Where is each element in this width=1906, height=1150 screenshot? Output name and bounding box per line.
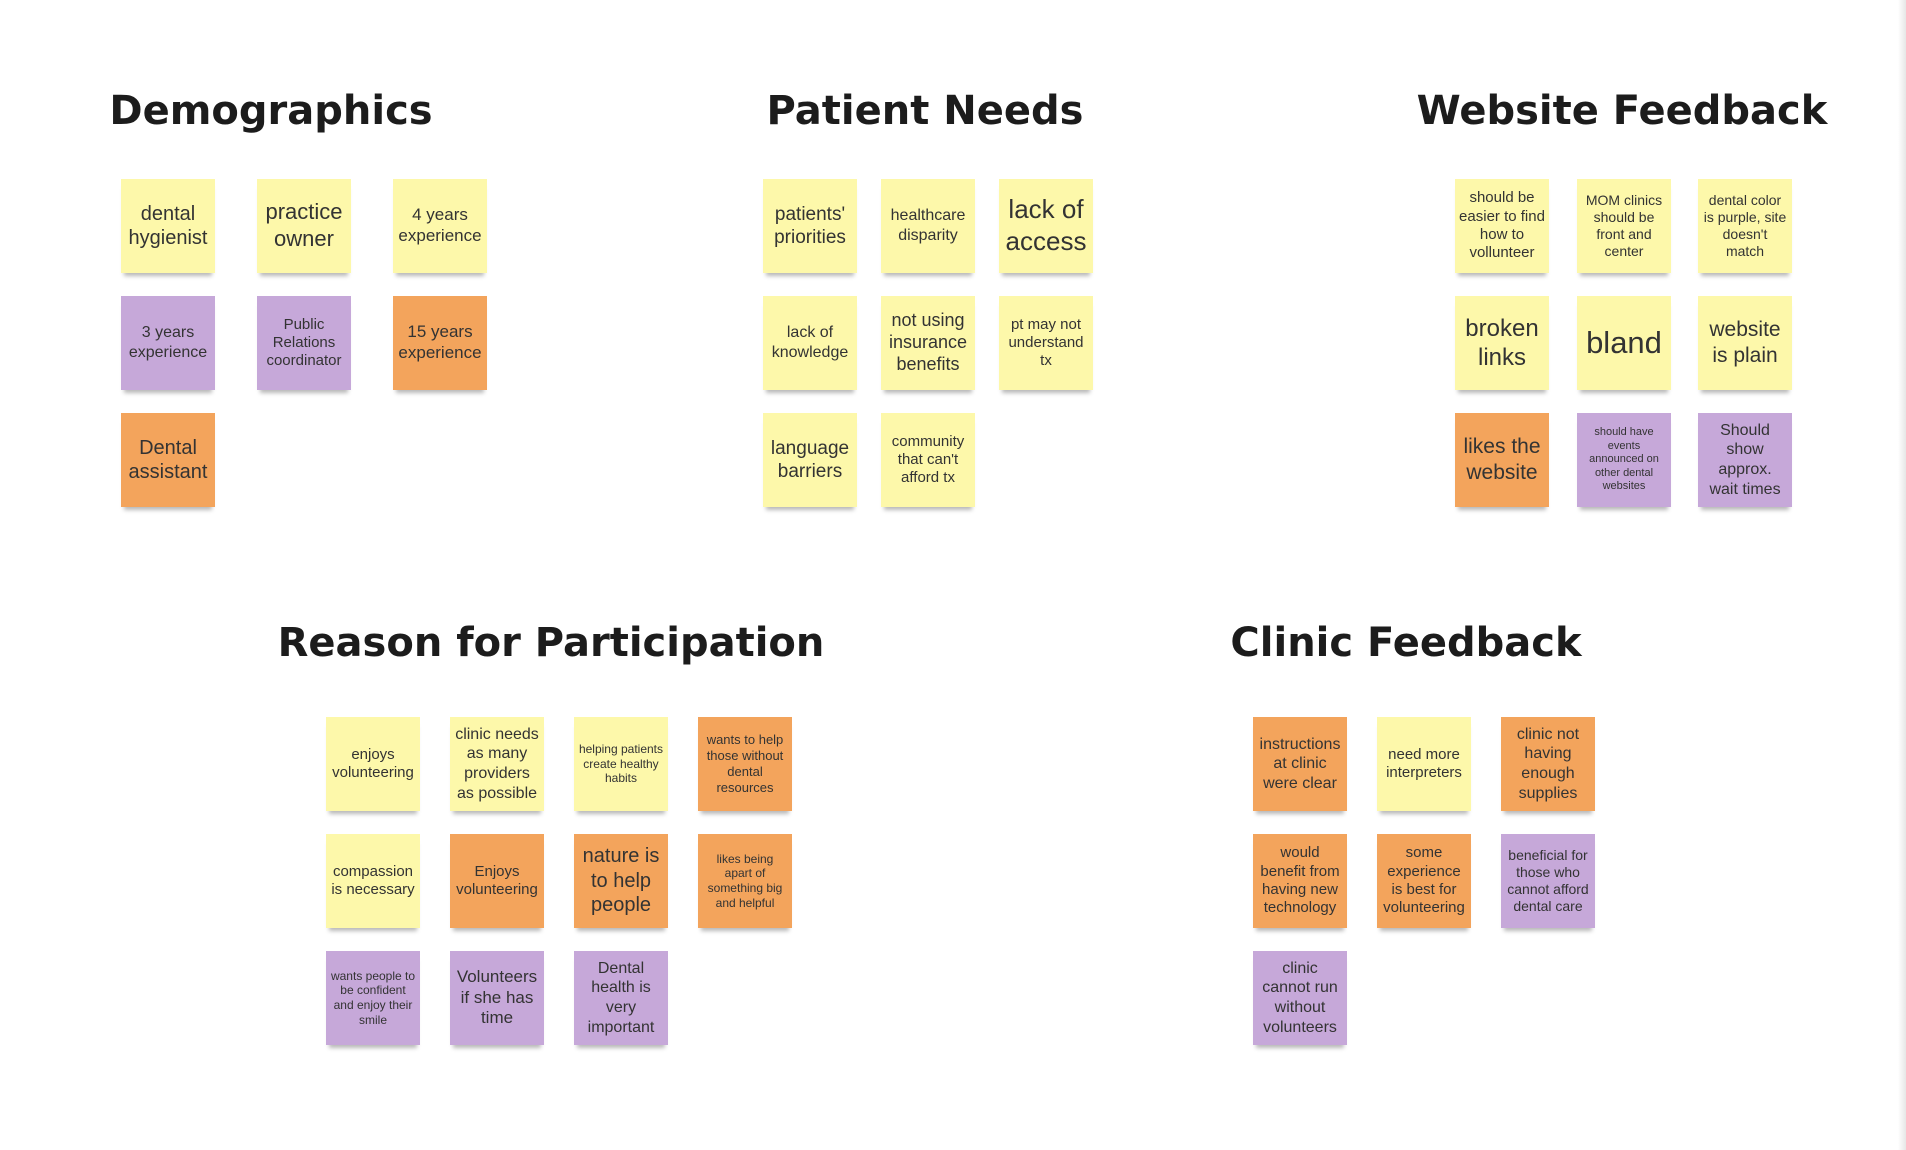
sticky-note-text: clinic cannot run without volunteers: [1262, 959, 1338, 1036]
cluster-title: Reason for Participation: [277, 620, 825, 666]
sticky-note[interactable]: 4 years experience: [393, 179, 487, 273]
sticky-note-text: clinic not having enough supplies: [1516, 725, 1580, 802]
sticky-note-text: wants people to be confident and enjoy t…: [330, 968, 416, 1027]
sticky-note[interactable]: Volunteers if she has time: [450, 951, 544, 1045]
sticky-note[interactable]: likes the website: [1455, 413, 1549, 507]
sticky-note-text: should be easier to find how to vollunte…: [1459, 189, 1545, 262]
sticky-note[interactable]: beneficial for those who cannot afford d…: [1501, 834, 1595, 928]
sticky-note[interactable]: nature is to help people: [574, 834, 668, 928]
sticky-note-text: not using insurance benefits: [888, 310, 968, 374]
sticky-note[interactable]: language barriers: [763, 413, 857, 507]
sticky-note-text: some experience is best for volunteering: [1383, 844, 1465, 917]
sticky-note-text: would benefit from having new technology: [1260, 844, 1340, 917]
sticky-note-text: healthcare disparity: [890, 207, 966, 244]
sticky-note[interactable]: instructions at clinic were clear: [1253, 717, 1347, 811]
cluster-title: Clinic Feedback: [1230, 620, 1582, 666]
sticky-note-text: Volunteers if she has time: [456, 966, 538, 1028]
sticky-note-text: Public Relations coordinator: [266, 315, 342, 370]
sticky-note-text: 4 years experience: [398, 205, 482, 245]
sticky-note[interactable]: pt may not understand tx: [999, 296, 1093, 390]
sticky-note[interactable]: wants people to be confident and enjoy t…: [326, 951, 420, 1045]
cluster-title: Website Feedback: [1416, 88, 1828, 134]
sticky-note-text: 3 years experience: [128, 324, 208, 361]
sticky-note[interactable]: website is plain: [1698, 296, 1792, 390]
sticky-note-text: need more interpreters: [1386, 745, 1462, 781]
sticky-note[interactable]: lack of knowledge: [763, 296, 857, 390]
sticky-note[interactable]: Public Relations coordinator: [257, 296, 351, 390]
sticky-note[interactable]: bland: [1577, 296, 1671, 390]
sticky-note[interactable]: practice owner: [257, 179, 351, 273]
sticky-note[interactable]: Dental health is very important: [574, 951, 668, 1045]
sticky-note-text: dental hygienist: [128, 202, 208, 249]
sticky-note-text: beneficial for those who cannot afford d…: [1507, 846, 1589, 915]
sticky-note[interactable]: would benefit from having new technology: [1253, 834, 1347, 928]
sticky-note[interactable]: should have events announced on other de…: [1577, 413, 1671, 507]
sticky-note[interactable]: helping patients create healthy habits: [574, 717, 668, 811]
sticky-note-text: should have events announced on other de…: [1589, 426, 1659, 493]
sticky-note-text: dental color is purple, site doesn't mat…: [1703, 191, 1787, 260]
sticky-note-text: compassion is necessary: [331, 862, 415, 898]
sticky-note[interactable]: Should show approx. wait times: [1698, 413, 1792, 507]
sticky-note[interactable]: dental hygienist: [121, 179, 215, 273]
sticky-note[interactable]: 15 years experience: [393, 296, 487, 390]
sticky-note-text: lack of knowledge: [771, 324, 849, 361]
sticky-note[interactable]: broken links: [1455, 296, 1549, 390]
sticky-note-text: instructions at clinic were clear: [1259, 735, 1341, 792]
sticky-note-text: bland: [1586, 325, 1662, 361]
sticky-note-text: clinic needs as many providers as possib…: [455, 725, 539, 802]
sticky-note-text: broken links: [1465, 314, 1539, 371]
sticky-note[interactable]: community that can't afford tx: [881, 413, 975, 507]
sticky-note[interactable]: some experience is best for volunteering: [1377, 834, 1471, 928]
sticky-note-text: wants to help those without dental resou…: [706, 732, 784, 795]
sticky-note[interactable]: clinic cannot run without volunteers: [1253, 951, 1347, 1045]
sticky-note[interactable]: clinic not having enough supplies: [1501, 717, 1595, 811]
sticky-note-text: nature is to help people: [582, 845, 660, 917]
sticky-note[interactable]: Enjoys volunteering: [450, 834, 544, 928]
sticky-note-text: Enjoys volunteering: [456, 862, 538, 898]
sticky-note[interactable]: enjoys volunteering: [326, 717, 420, 811]
sticky-note[interactable]: need more interpreters: [1377, 717, 1471, 811]
sticky-note[interactable]: dental color is purple, site doesn't mat…: [1698, 179, 1792, 273]
sticky-note[interactable]: healthcare disparity: [881, 179, 975, 273]
sticky-note-text: patients' priorities: [774, 203, 846, 248]
sticky-note-text: practice owner: [265, 199, 343, 251]
sticky-note-text: Should show approx. wait times: [1709, 421, 1781, 498]
sticky-note-text: community that can't afford tx: [891, 432, 965, 487]
canvas-edge: [1898, 0, 1906, 1150]
sticky-note[interactable]: not using insurance benefits: [881, 296, 975, 390]
sticky-note[interactable]: 3 years experience: [121, 296, 215, 390]
sticky-note[interactable]: lack of access: [999, 179, 1093, 273]
sticky-note[interactable]: MOM clinics should be front and center: [1577, 179, 1671, 273]
sticky-note-text: Dental health is very important: [587, 959, 655, 1036]
sticky-note-text: Dental assistant: [128, 436, 208, 483]
sticky-note[interactable]: Dental assistant: [121, 413, 215, 507]
sticky-note-text: likes being apart of something big and h…: [707, 851, 783, 910]
sticky-note-text: language barriers: [770, 437, 850, 482]
sticky-note[interactable]: likes being apart of something big and h…: [698, 834, 792, 928]
sticky-note-text: website is plain: [1709, 318, 1781, 367]
sticky-note-text: lack of access: [1005, 194, 1087, 256]
sticky-note[interactable]: compassion is necessary: [326, 834, 420, 928]
sticky-note[interactable]: wants to help those without dental resou…: [698, 717, 792, 811]
sticky-note[interactable]: should be easier to find how to vollunte…: [1455, 179, 1549, 273]
sticky-note-text: enjoys volunteering: [332, 745, 414, 781]
sticky-note-text: MOM clinics should be front and center: [1585, 191, 1663, 260]
cluster-title: Demographics: [109, 88, 433, 134]
sticky-note-text: helping patients create healthy habits: [578, 742, 664, 786]
sticky-note[interactable]: clinic needs as many providers as possib…: [450, 717, 544, 811]
sticky-note-text: likes the website: [1463, 435, 1541, 484]
sticky-note-text: 15 years experience: [398, 322, 482, 362]
sticky-note-text: pt may not understand tx: [1008, 315, 1084, 370]
cluster-title: Patient Needs: [766, 88, 1084, 134]
sticky-note[interactable]: patients' priorities: [763, 179, 857, 273]
